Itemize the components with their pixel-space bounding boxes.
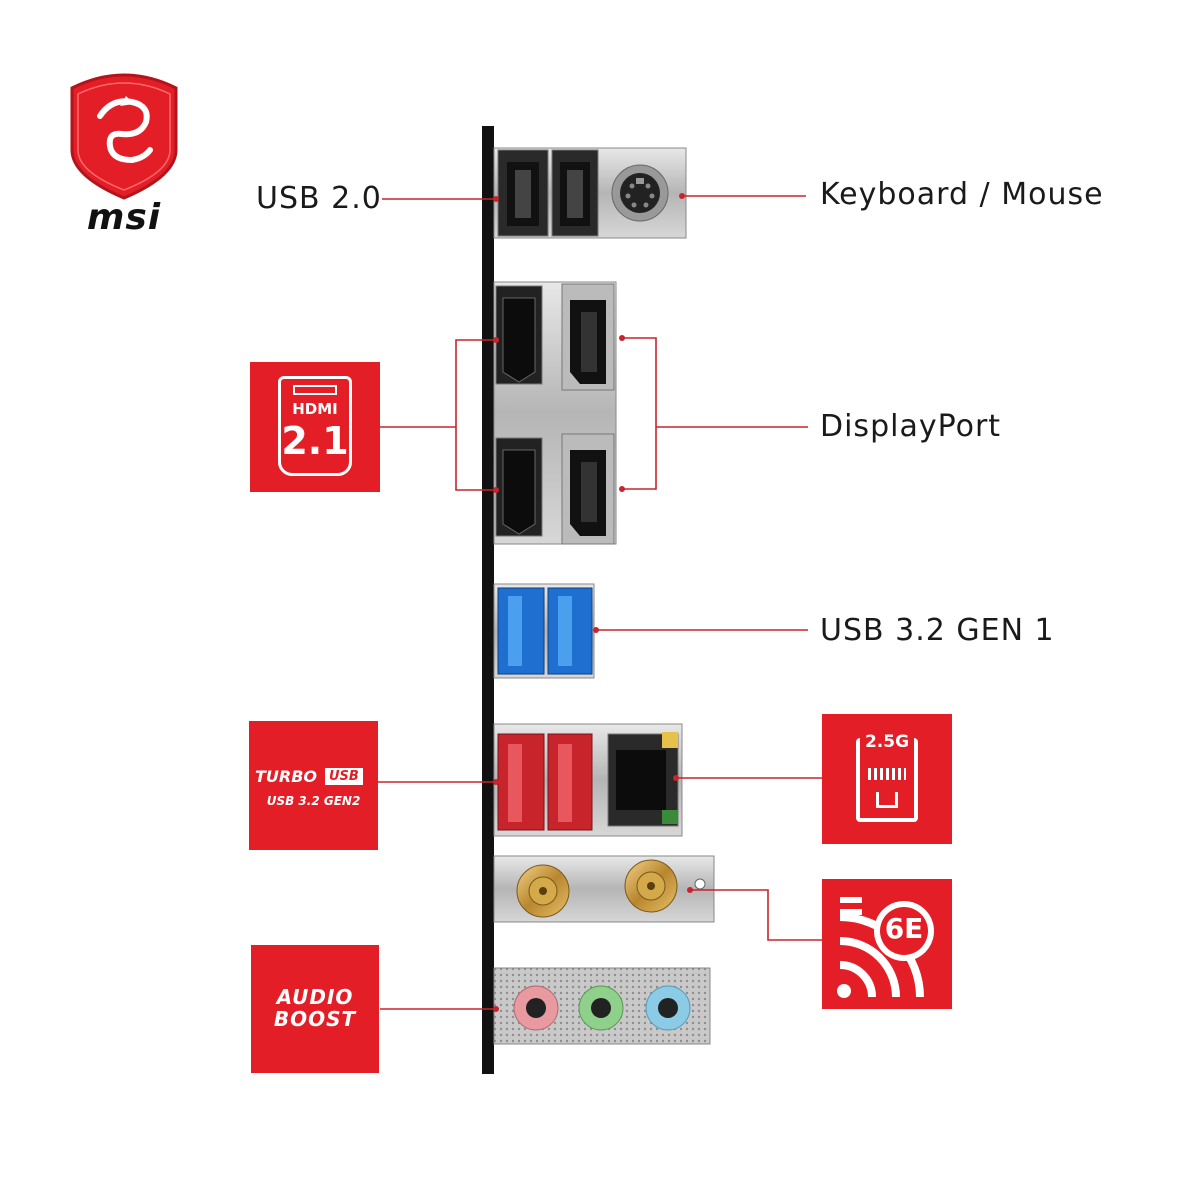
usb32-gen2-port — [497, 733, 545, 831]
antenna-connector — [624, 859, 678, 913]
callout-dots — [493, 193, 693, 1012]
usb32-gen1-label: USB 3.2 GEN 1 — [820, 613, 1055, 648]
audio-boost-badge: AUDIO BOOST — [251, 945, 379, 1073]
audio-jack-blue — [645, 985, 691, 1031]
lan-pins — [868, 768, 906, 780]
lan-port — [607, 732, 679, 827]
displayport-port — [561, 283, 615, 391]
wifi-6e-icon — [837, 897, 934, 998]
usb-box-text: USB — [325, 768, 363, 785]
usb20-port — [551, 149, 599, 237]
usb32-gen1-port — [497, 587, 545, 675]
audio-block — [493, 967, 711, 1045]
usb32-gen2-port — [547, 733, 593, 831]
msi-dragon-shield-icon — [70, 73, 178, 200]
hdmi-port — [495, 285, 543, 385]
wifi-antenna-block — [493, 855, 715, 923]
displayport-label: DisplayPort — [820, 409, 1002, 444]
turbo-text: TURBO — [255, 767, 318, 786]
msi-wordmark: msi — [86, 197, 162, 238]
audio-text: AUDIO — [276, 985, 354, 1009]
boost-text: BOOST — [273, 1007, 357, 1031]
usb20-port — [497, 149, 549, 237]
hdmi-badge-version: 2.1 — [281, 419, 349, 463]
io-shield-edge — [482, 126, 494, 1074]
usb20-ps2-block — [493, 147, 687, 239]
video-ports-block — [493, 281, 617, 545]
wifi-6e-badge: 6E — [822, 879, 952, 1009]
hdmi-2-1-badge: HDMI 2.1 — [250, 362, 380, 492]
callout-lines — [378, 195, 822, 1010]
antenna-connector — [516, 864, 570, 918]
audio-boost-icon: AUDIO BOOST — [251, 987, 379, 1029]
usb32-gen1-block — [493, 583, 595, 679]
hdmi-badge-text: HDMI — [292, 400, 338, 418]
hdmi-port — [495, 437, 543, 537]
lan-2-5g-badge: 2.5G — [822, 714, 952, 844]
displayport-port — [561, 433, 615, 545]
usb-gen2-lan-block — [493, 723, 683, 837]
audio-jack-green — [578, 985, 624, 1031]
keyboard-mouse-label: Keyboard / Mouse — [820, 177, 1104, 212]
hdmi-plug-teeth — [293, 385, 337, 395]
audio-jack-pink — [513, 985, 559, 1031]
ps2-port — [611, 164, 669, 222]
usb32-gen1-port — [547, 587, 593, 675]
usb20-label: USB 2.0 — [256, 181, 382, 216]
turbo-usb-badge: TURBO USB USB 3.2 GEN2 — [249, 721, 378, 850]
lan-clip — [876, 792, 898, 808]
usb-gen2-text: USB 3.2 GEN2 — [266, 794, 361, 808]
turbo-usb-icon: TURBO USB — [255, 767, 373, 789]
hdmi-2-1-icon — [278, 376, 352, 476]
wifi-6e-text: 6E — [884, 912, 924, 945]
lan-speed-text: 2.5G — [860, 734, 914, 751]
